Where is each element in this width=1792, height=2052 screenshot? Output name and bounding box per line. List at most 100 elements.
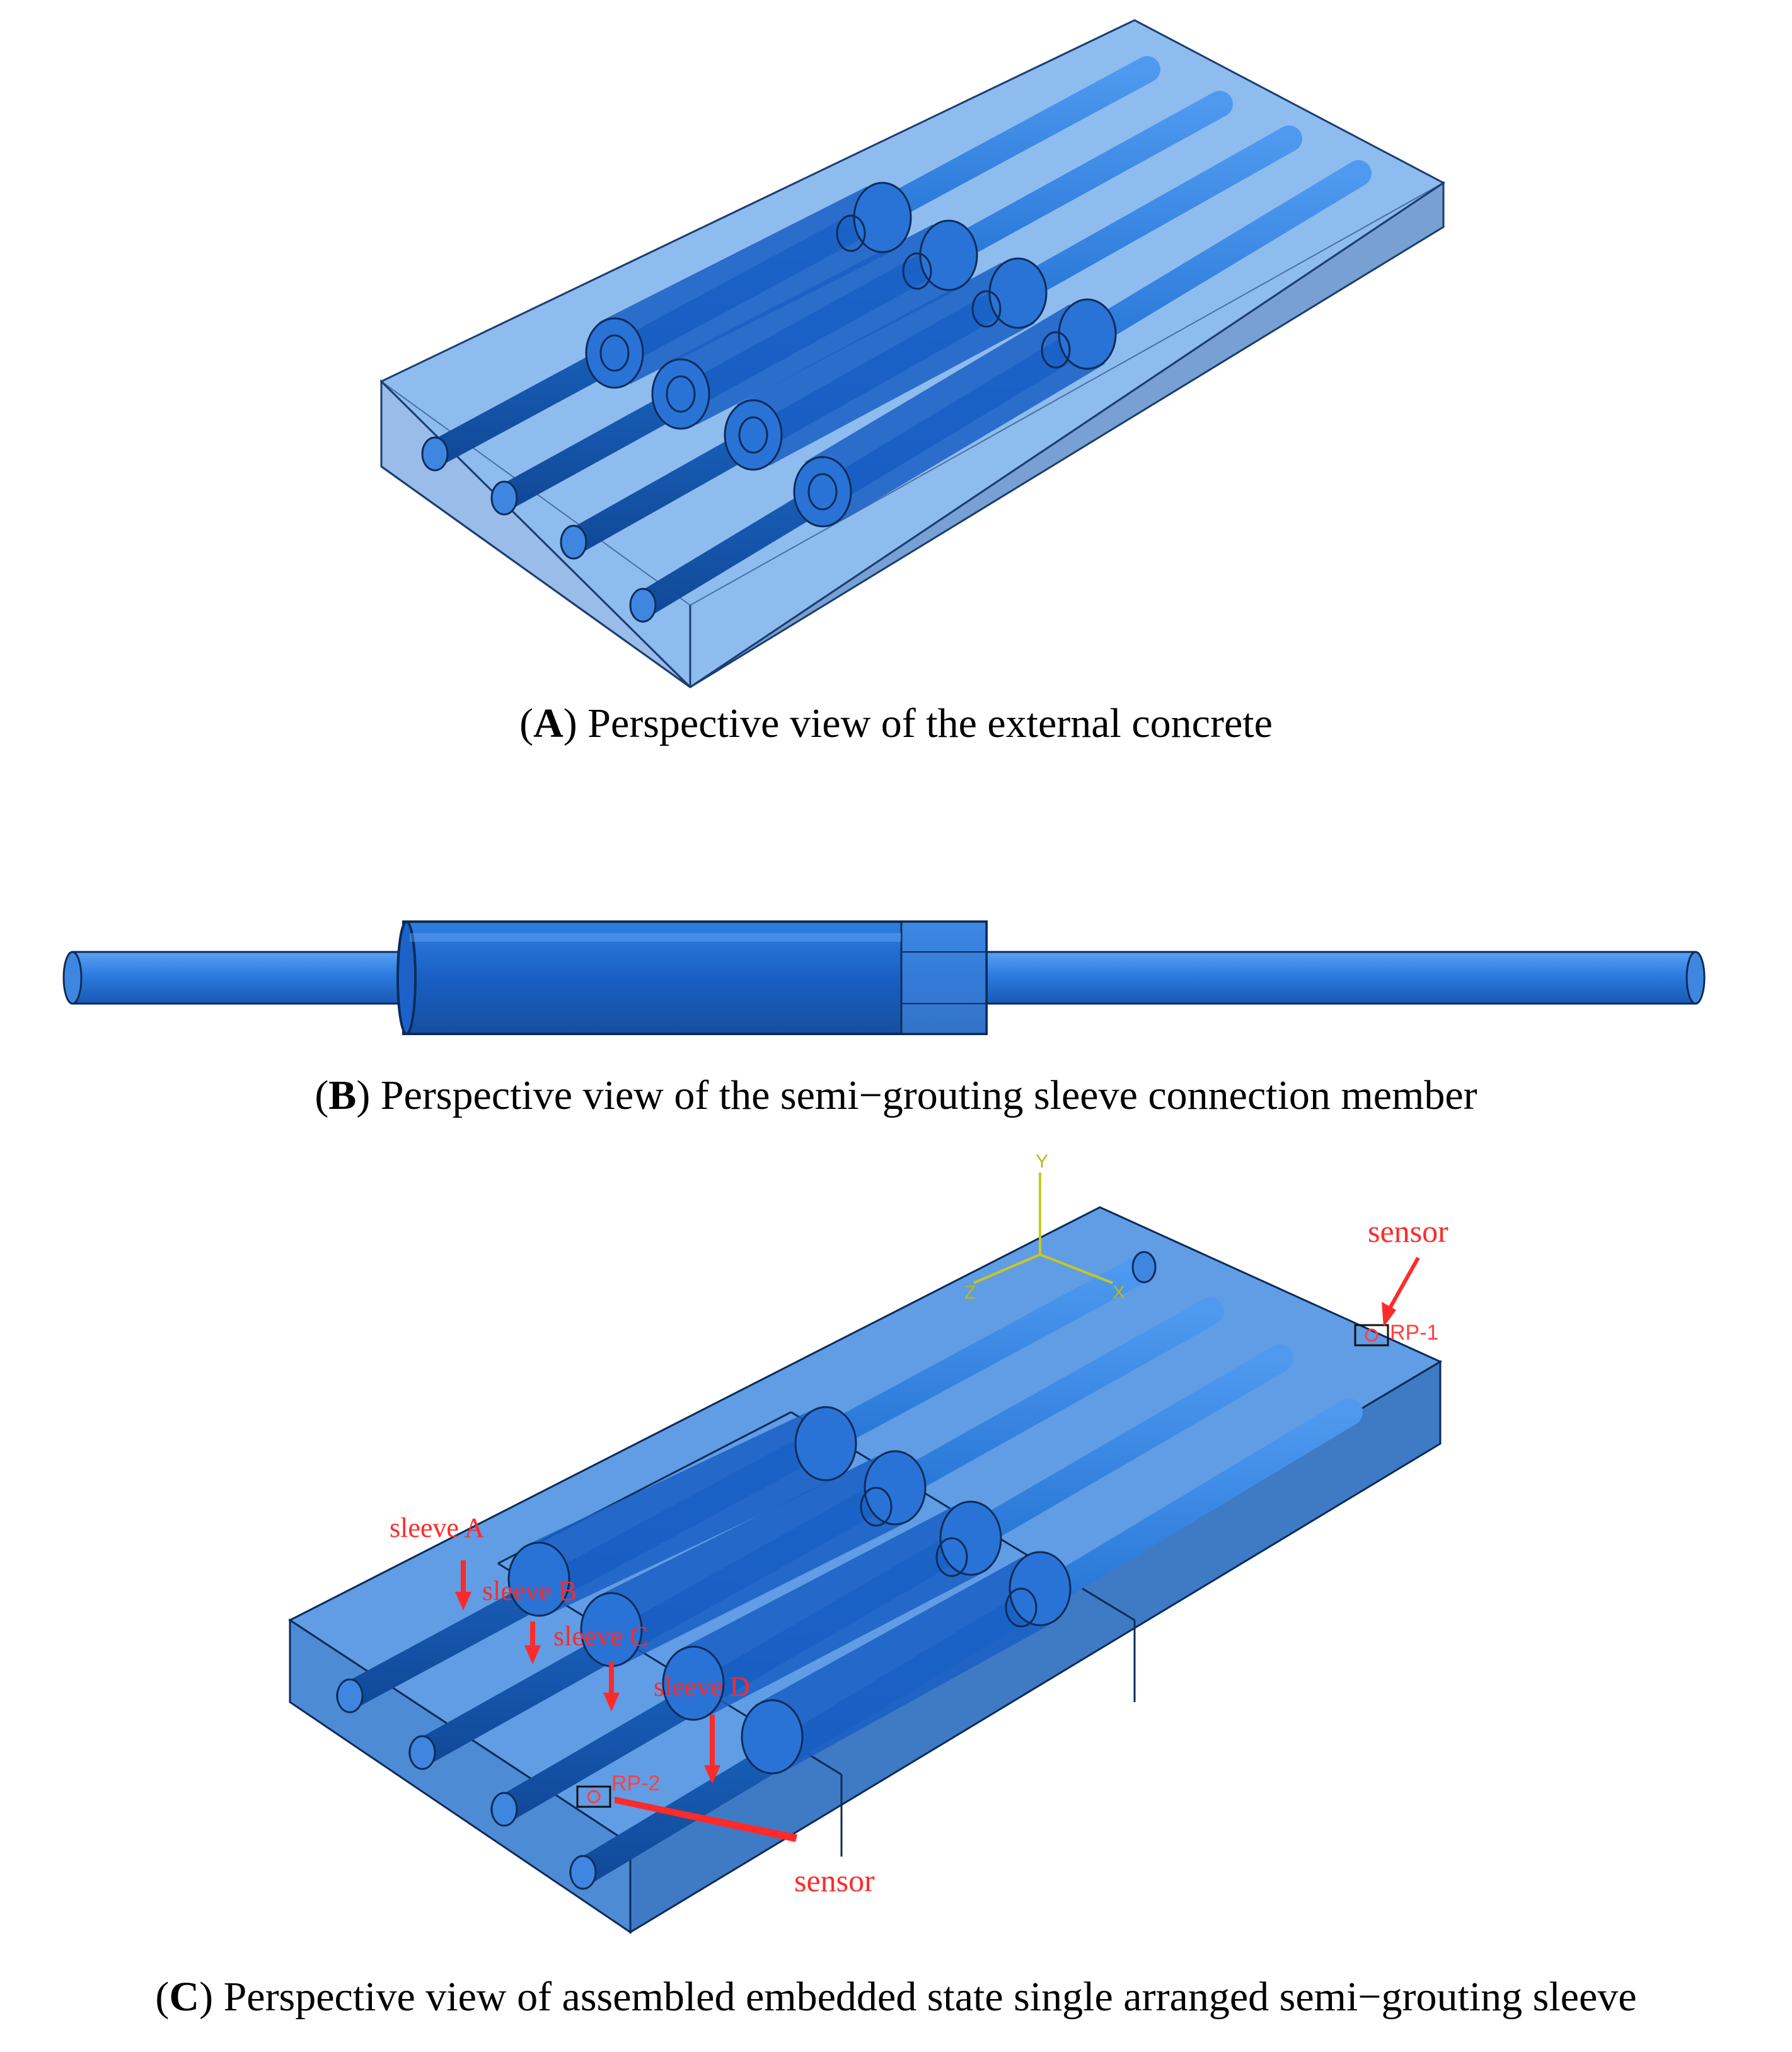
rebar-end <box>569 1855 597 1890</box>
panel-b: (B) Perspective view of the semi−groutin… <box>0 820 1792 1147</box>
caption-b-letter: B <box>328 1072 357 1118</box>
sensor-top-arrowhead <box>1382 1302 1396 1327</box>
caption-a-text: Perspective view of the external concret… <box>577 700 1273 746</box>
sleeve-inner <box>836 214 866 252</box>
axis-z-label: Z <box>964 1282 976 1303</box>
rp2-marker: RP-2 <box>576 1771 660 1808</box>
sleeve-d-arrowhead <box>704 1765 720 1784</box>
sleeve-end <box>741 1699 804 1775</box>
sensor-top-arrow <box>1388 1256 1420 1309</box>
assembly-front-face <box>289 1618 632 1934</box>
caption-c-text: Perspective view of assembled embedded s… <box>213 1974 1637 2020</box>
rp1-marker: RP-1 <box>1354 1321 1438 1347</box>
sleeve-ends <box>585 182 1117 528</box>
sleeve <box>595 1455 911 1662</box>
sleeve-end <box>793 456 852 528</box>
sleeve-highlight <box>410 933 901 942</box>
sleeve-inner <box>738 416 768 454</box>
sleeve-inner <box>1041 331 1071 369</box>
rebar-end <box>490 1792 518 1827</box>
assembly-sleeve-ends <box>507 1406 1072 1775</box>
caption-c: (C) Perspective view of assembled embedd… <box>155 1974 1637 2020</box>
sleeve-grout-port <box>900 920 988 1035</box>
sleeve-end <box>724 399 783 471</box>
axis-x-line <box>1039 1253 1113 1284</box>
panel-a-drawing <box>379 19 1445 688</box>
axis-z-line <box>973 1253 1041 1284</box>
sleeve-inner <box>1005 1587 1038 1628</box>
sleeve-inner <box>902 252 932 290</box>
sleeve-inner <box>666 375 696 413</box>
caption-c-letter: C <box>169 1974 200 2020</box>
sleeve-inner <box>807 473 838 511</box>
assembly-sleeve-inner <box>860 1487 1038 1628</box>
concrete-side-face <box>690 181 1445 688</box>
rebar-ends <box>421 436 657 623</box>
sleeve-left-end <box>396 920 417 1035</box>
sleeve-b-label: sleeve B <box>482 1575 577 1606</box>
rp1-box <box>1354 1324 1389 1347</box>
sleeve-end <box>651 358 710 430</box>
rebar-right-end <box>1685 951 1706 1005</box>
axis-y-label: Y <box>1036 1151 1048 1172</box>
sleeve-end <box>939 1500 1002 1576</box>
rebar-end <box>336 1678 364 1713</box>
assembly-sleeves <box>523 1411 1058 1769</box>
sleeve-end <box>585 317 644 389</box>
caption-a-letter: A <box>533 700 564 746</box>
sleeve-c-arrowhead <box>603 1693 620 1712</box>
rebar-end <box>408 1735 436 1770</box>
sleeve-end <box>853 182 912 253</box>
panel-c-drawing: Y X Z RP-1 RP-2 sleeve <box>288 1151 1448 1934</box>
sleeve-end <box>919 219 978 291</box>
sleeve-inner-rings <box>599 214 1071 511</box>
coordinate-axes <box>973 1173 1113 1284</box>
sleeve-a-label: sleeve A <box>390 1512 485 1543</box>
panel-a: (A) Perspective view of the external con… <box>0 0 1792 769</box>
sleeve <box>676 1506 988 1715</box>
rp2-label: RP-2 <box>611 1771 660 1795</box>
sleeve-inner <box>599 334 630 372</box>
rebar-left-end <box>62 951 83 1005</box>
sleeve-end <box>1058 298 1117 370</box>
rp1-label: RP-1 <box>1390 1321 1438 1345</box>
rp2-box <box>576 1785 611 1808</box>
rebar-end <box>421 436 449 472</box>
annotation-arrows <box>455 1256 1420 1842</box>
sleeve-end <box>864 1450 927 1526</box>
sleeve-end <box>794 1406 857 1481</box>
sleeve <box>754 1556 1058 1769</box>
rebar-end <box>1131 1251 1157 1284</box>
sleeve-end <box>1009 1551 1072 1626</box>
concrete-edge <box>690 182 1444 606</box>
rp1-icon <box>1365 1328 1379 1342</box>
rebar-end <box>490 480 518 516</box>
caption-b: (B) Perspective view of the semi−groutin… <box>315 1072 1477 1118</box>
sensor-top-label: sensor <box>1368 1214 1448 1249</box>
caption-a: (A) Perspective view of the external con… <box>519 700 1273 746</box>
sleeve-c-label: sleeve C <box>553 1621 648 1652</box>
sleeve-d-label: sleeve D <box>654 1671 750 1702</box>
sensor-bottom-arrow <box>615 1797 797 1842</box>
rp2-icon <box>587 1790 601 1804</box>
sensor-bottom-label: sensor <box>794 1863 875 1898</box>
concrete-edge <box>381 465 691 688</box>
axis-x-label: X <box>1113 1282 1125 1303</box>
sleeve <box>523 1411 841 1612</box>
rebar-left <box>71 951 408 1005</box>
panel-c: Y X Z RP-1 RP-2 sleeve <box>0 1147 1792 2052</box>
panel-b-drawing <box>62 920 1706 1035</box>
sleeve <box>804 304 1106 522</box>
sleeve-inner <box>860 1487 893 1527</box>
sleeve-end <box>507 1541 570 1617</box>
assembly-rebar-ends <box>336 1251 1157 1890</box>
sleeve-end <box>662 1645 725 1721</box>
caption-b-text: Perspective view of the semi−grouting sl… <box>370 1072 1477 1118</box>
sleeve-a-arrowhead <box>455 1592 471 1611</box>
sleeve-inner <box>935 1537 968 1577</box>
rebar-end <box>629 588 657 623</box>
sleeve-end <box>988 257 1048 329</box>
rebar-end <box>560 525 587 560</box>
sleeve-b-arrowhead <box>524 1645 541 1664</box>
rebar-right <box>982 951 1697 1005</box>
